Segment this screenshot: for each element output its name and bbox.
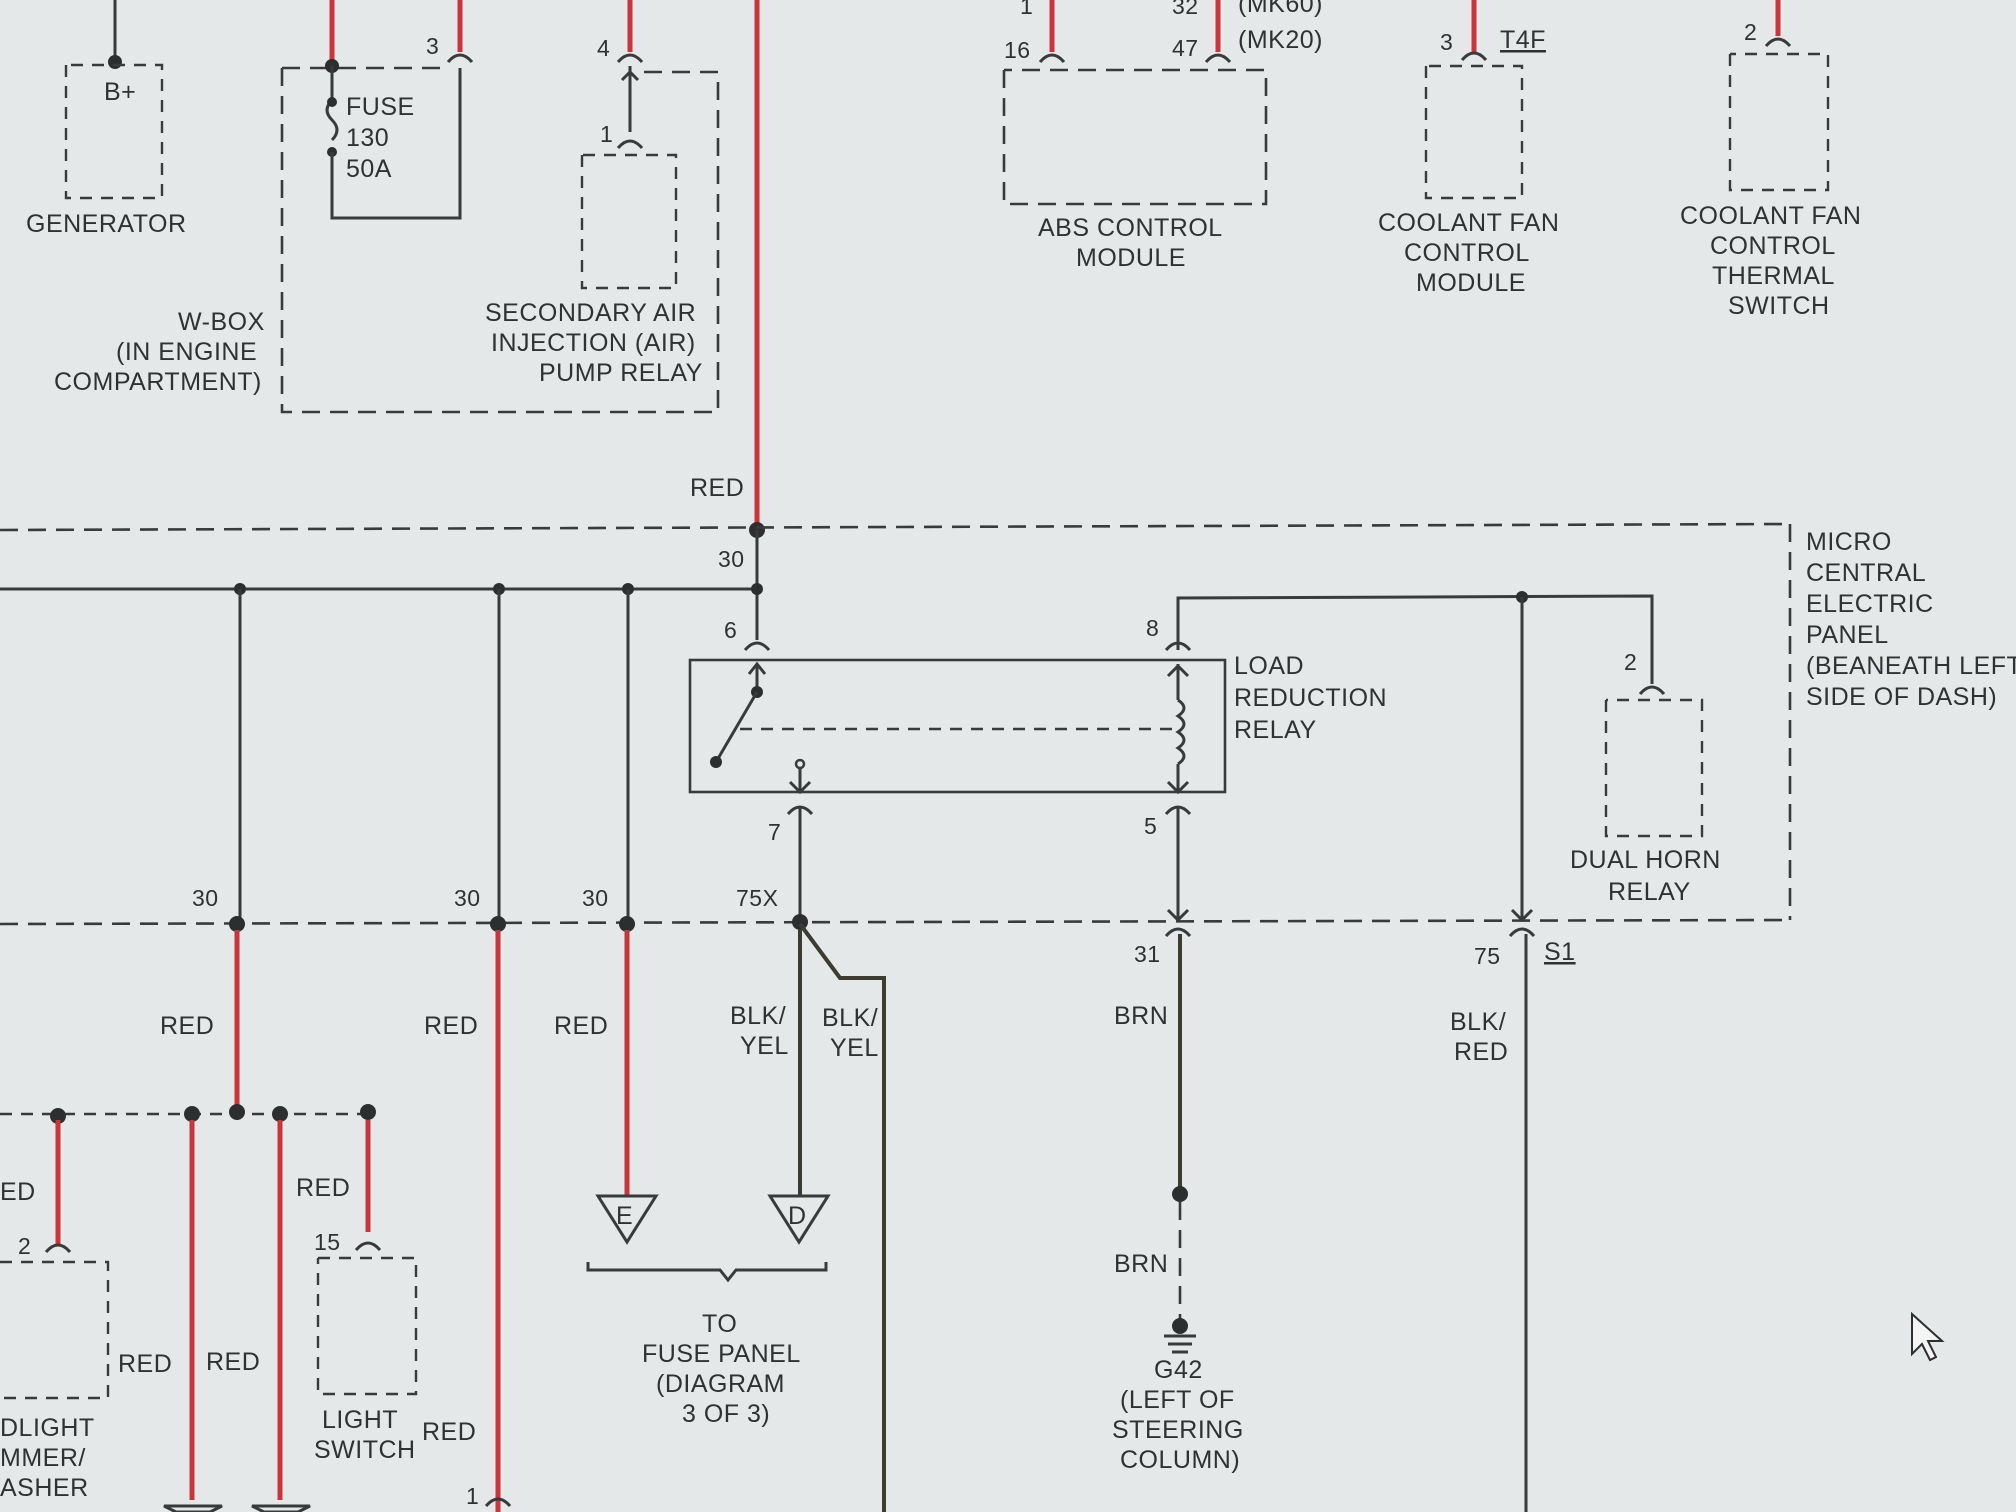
wire-blk-yel-2: BLK/YEL bbox=[822, 1004, 879, 1062]
relay-pin-8: 8 bbox=[1146, 615, 1159, 641]
relay-pin-5: 5 bbox=[1144, 813, 1157, 839]
pin-31: 31 bbox=[1134, 941, 1161, 967]
wire-red-1: RED bbox=[160, 1012, 214, 1040]
bottom-pin: 1 bbox=[466, 1483, 479, 1509]
wire-brn-2: BRN bbox=[1114, 1250, 1168, 1278]
wire-red-b3: RED bbox=[422, 1418, 476, 1446]
abs-label: ABS CONTROL MODULE bbox=[1038, 214, 1229, 272]
ground-label: G42 (LEFT OF STEERING COLUMN) bbox=[1112, 1356, 1251, 1474]
abs-pin-47: 47 bbox=[1172, 35, 1199, 61]
headlight-label: DLIGHT MMER/ ASHER bbox=[0, 1414, 102, 1502]
wire-blk-red: BLK/RED bbox=[1450, 1008, 1508, 1066]
ground-icon bbox=[1164, 1318, 1196, 1354]
main-feed-color: RED bbox=[690, 474, 744, 502]
air-relay-label: SECONDARY AIR INJECTION (AIR) PUMP RELAY bbox=[485, 299, 704, 387]
mouse-cursor-icon bbox=[1911, 1311, 1945, 1362]
wire-red-ls: RED bbox=[296, 1174, 350, 1202]
pin-75: 75 bbox=[1474, 943, 1501, 969]
fuse-panel-ref-label: TO FUSE PANEL (DIAGRAM 3 OF 3) bbox=[642, 1310, 807, 1428]
bus-pin-2: 30 bbox=[454, 885, 481, 911]
connector-e-label: E bbox=[616, 1202, 633, 1230]
abs-variant-mk60: (MK60) bbox=[1238, 0, 1323, 18]
fuse-pin: 3 bbox=[426, 33, 439, 59]
main-feed-pin: 30 bbox=[718, 546, 745, 572]
wire-brn-1: BRN bbox=[1114, 1002, 1168, 1030]
pin-75x: 75X bbox=[736, 885, 778, 911]
bus-pin-1: 30 bbox=[192, 885, 219, 911]
light-switch-label: LIGHT SWITCH bbox=[314, 1406, 416, 1464]
load-reduction-relay: 6 7 8 5 LOAD bbox=[688, 615, 1395, 924]
fan-module-pin: 3 bbox=[1440, 29, 1453, 55]
micro-panel-label: MICRO CENTRAL ELECTRIC PANEL (BEANEATH L… bbox=[1806, 528, 2016, 711]
connector-d-label: D bbox=[788, 1202, 807, 1230]
output-wires: RED RED RED BLK/YEL BLK/YEL 31 BRN BRN G… bbox=[0, 922, 1576, 1512]
fan-module-connector: T4F bbox=[1500, 26, 1546, 54]
fuse-label: FUSE 130 50A bbox=[346, 93, 422, 183]
relay-pin-6: 6 bbox=[724, 617, 737, 643]
horn-relay-label: DUAL HORN RELAY bbox=[1570, 846, 1728, 906]
fan-switch-pin: 2 bbox=[1744, 19, 1757, 45]
fan-module-label: COOLANT FAN CONTROL MODULE bbox=[1378, 209, 1567, 297]
fan-switch-label: COOLANT FAN CONTROL THERMAL SWITCH bbox=[1680, 202, 1869, 320]
relay-pin-7: 7 bbox=[768, 819, 781, 845]
wire-red-left: ED bbox=[0, 1178, 36, 1206]
connector-e: E bbox=[595, 1194, 659, 1245]
abs-pin-32: 32 bbox=[1172, 0, 1199, 19]
wire-red-b1: RED bbox=[118, 1350, 172, 1378]
horn-relay-pin: 2 bbox=[1624, 649, 1637, 675]
wire-blk-yel-1: BLK/YEL bbox=[730, 1002, 789, 1060]
wire-red-3: RED bbox=[554, 1012, 608, 1040]
dual-horn-relay: 2 DUAL HORN RELAY bbox=[1570, 649, 1728, 906]
air-relay-pin-1: 1 bbox=[600, 121, 613, 147]
coolant-fan-module: 3 T4F COOLANT FAN CONTROL MODULE bbox=[1378, 0, 1567, 297]
micro-central-panel: MICRO CENTRAL ELECTRIC PANEL (BEANEATH L… bbox=[0, 522, 2016, 932]
w-box-label: W-BOX (IN ENGINE COMPARTMENT) bbox=[54, 308, 272, 396]
generator-label: GENERATOR bbox=[26, 210, 187, 238]
headlight-pin: 2 bbox=[18, 1233, 31, 1259]
wire-red-b2: RED bbox=[206, 1348, 260, 1376]
headlight-switch: 2 DLIGHT MMER/ ASHER bbox=[0, 1233, 110, 1502]
bus-pin-3: 30 bbox=[582, 885, 609, 911]
wire-red-2: RED bbox=[424, 1012, 478, 1040]
coolant-fan-switch: 2 COOLANT FAN CONTROL THERMAL SWITCH bbox=[1680, 0, 1869, 320]
light-switch: 15 LIGHT SWITCH bbox=[314, 1229, 418, 1464]
w-box: W-BOX (IN ENGINE COMPARTMENT) FUSE 130 5… bbox=[54, 0, 720, 414]
splice-s1: S1 bbox=[1544, 938, 1576, 966]
abs-pin-16: 16 bbox=[1004, 37, 1031, 63]
abs-pin-1: 1 bbox=[1020, 0, 1033, 19]
generator-terminal: B+ bbox=[104, 78, 136, 106]
relay-label: LOAD REDUCTION RELAY bbox=[1234, 652, 1395, 744]
generator: B+ GENERATOR bbox=[26, 0, 187, 238]
light-switch-pin: 15 bbox=[314, 1229, 341, 1255]
abs-module: 1 32 16 47 (MK60) (MK20) ABS CONTROL MOD… bbox=[1002, 0, 1323, 272]
abs-variant-mk20: (MK20) bbox=[1238, 26, 1323, 54]
connector-d: D bbox=[767, 1194, 831, 1245]
air-relay-pin-4: 4 bbox=[597, 35, 610, 61]
